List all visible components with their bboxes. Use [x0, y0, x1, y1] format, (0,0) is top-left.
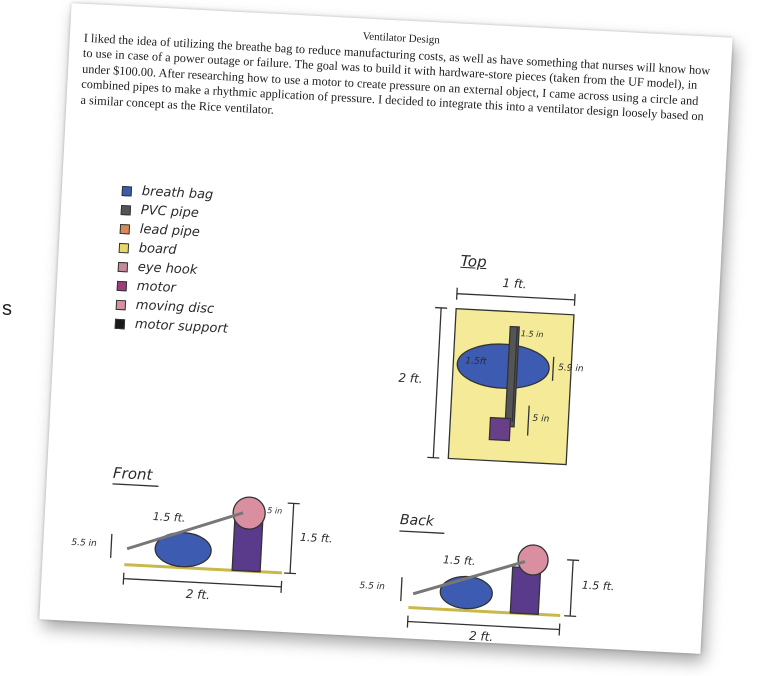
front-width-dim	[123, 577, 282, 588]
top-height-label: 2 ft.	[398, 370, 423, 386]
back-moving-disc	[517, 544, 549, 576]
front-moving-disc	[232, 496, 266, 530]
top-width-label: 1 ft.	[502, 276, 528, 292]
top-short-label: 5 in	[532, 413, 550, 425]
back-view-drawing	[399, 530, 580, 636]
front-heading-underline	[112, 483, 159, 487]
top-small-label: 1.5 in	[520, 329, 544, 340]
top-view-drawing	[427, 287, 576, 466]
back-bag-label: 5.5 in	[359, 580, 386, 593]
top-gap-label: 5.9 in	[557, 363, 584, 375]
back-height-dim	[569, 560, 574, 617]
back-bag-dim	[400, 577, 403, 602]
front-bag-label: 5.5 in	[71, 537, 97, 550]
back-heading-underline	[399, 530, 445, 534]
top-bag-label: 1.5ft	[465, 356, 487, 368]
top-motor	[488, 416, 512, 442]
front-height-label: 1.5 ft.	[299, 530, 333, 546]
back-height-label: 1.5 ft.	[581, 578, 615, 594]
back-breath-bag	[439, 575, 493, 610]
top-view-heading: Top	[460, 251, 488, 272]
front-pipe-label: 1.5 ft.	[152, 510, 186, 525]
front-width-label: 2 ft.	[185, 586, 211, 603]
back-pipe	[412, 560, 526, 596]
front-view-heading: Front	[112, 463, 153, 484]
top-height-dim	[432, 307, 442, 458]
front-pipe	[126, 511, 244, 551]
stray-letter: s	[2, 298, 12, 320]
front-view-drawing	[109, 483, 300, 593]
back-width-dim	[407, 620, 560, 631]
top-gap-dim	[551, 356, 555, 381]
front-breath-bag	[154, 531, 212, 568]
back-pipe-label: 1.5 ft.	[442, 553, 476, 569]
document-page: Ventilator Design I liked the idea of ut…	[39, 3, 733, 654]
top-width-dim	[456, 293, 575, 301]
top-breath-bag	[456, 343, 550, 389]
ventilator-sketches	[109, 287, 580, 636]
back-view-heading: Back	[399, 512, 435, 530]
top-short-dim	[526, 405, 530, 436]
back-width-label: 2 ft.	[468, 628, 494, 645]
front-bag-dim	[109, 533, 113, 558]
front-small-label: 5 in	[267, 506, 283, 516]
front-height-dim	[289, 503, 295, 574]
